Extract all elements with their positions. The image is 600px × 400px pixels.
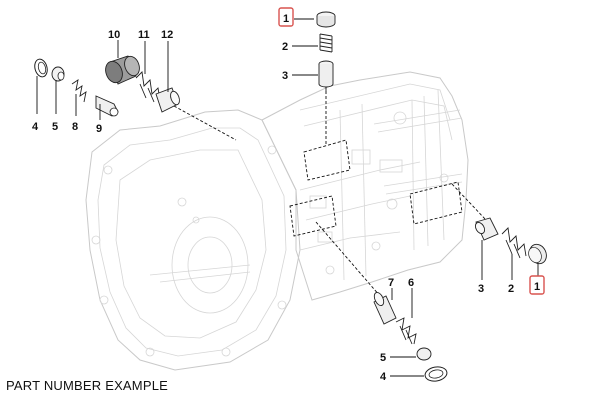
left-pin-part [155,87,180,113]
left-bushing-part [51,66,65,82]
callout-right-3: 3 [478,283,484,295]
bottom-bushing-part [416,347,432,361]
callout-bottom-6: 6 [408,277,414,289]
right-spring-part [501,227,527,259]
left-bore-reference-line [173,105,237,141]
left-sleeve-part [105,55,140,85]
callout-left-5: 5 [52,121,58,133]
callout-top-3: 3 [282,70,288,82]
bottom-plunger-part [373,291,397,325]
top-spring-part [319,33,333,53]
left-small-spring-part [71,79,87,103]
top-cap-part [316,11,336,28]
gearbox-housing-outline [85,71,469,371]
highlight-box-top [278,7,294,27]
callout-left-12: 12 [161,29,173,41]
callout-bottom-5: 5 [380,352,386,364]
left-spring-part [135,71,161,103]
callout-left-8: 8 [72,121,78,133]
callout-left-10: 10 [108,29,120,41]
highlight-box-right [529,275,545,295]
right-plunger-part [474,217,499,241]
callout-right-2: 2 [508,283,514,295]
left-lever-part [95,95,119,117]
callout-top-2: 2 [282,41,288,53]
bottom-spring-part [395,317,417,345]
callout-right-1: 1 [534,281,540,293]
callout-bottom-4: 4 [380,371,387,383]
callout-bottom-7: 7 [388,277,394,289]
diagram-caption: PART NUMBER EXAMPLE [6,378,169,393]
leader-lines [36,18,539,377]
top-bore-reference-box [303,86,351,181]
left-ring-part [34,58,48,78]
bottom-ring-part [424,366,448,382]
top-plunger-part [318,60,334,94]
callout-left-9: 9 [96,123,102,135]
callout-top-1: 1 [283,13,289,25]
right-bore-reference-box [409,181,487,225]
callout-left-4: 4 [32,121,39,133]
right-cap-part [528,243,547,265]
callout-left-11: 11 [138,29,150,41]
lower-bore-reference-box [289,195,381,297]
